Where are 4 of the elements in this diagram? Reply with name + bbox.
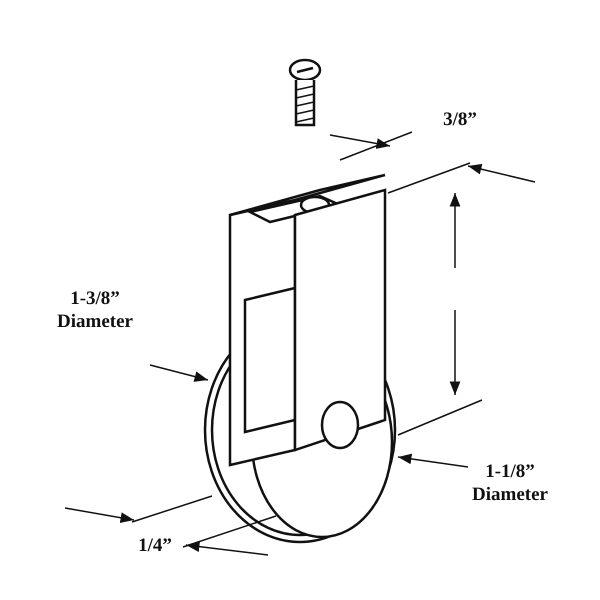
dimension-label: 1-1/8” Diameter <box>471 460 549 506</box>
dimension-label: 3/8” <box>442 108 478 131</box>
dimension-label: 1/4” <box>137 534 173 557</box>
dimension-label: 1-3/8” Diameter <box>56 287 134 333</box>
